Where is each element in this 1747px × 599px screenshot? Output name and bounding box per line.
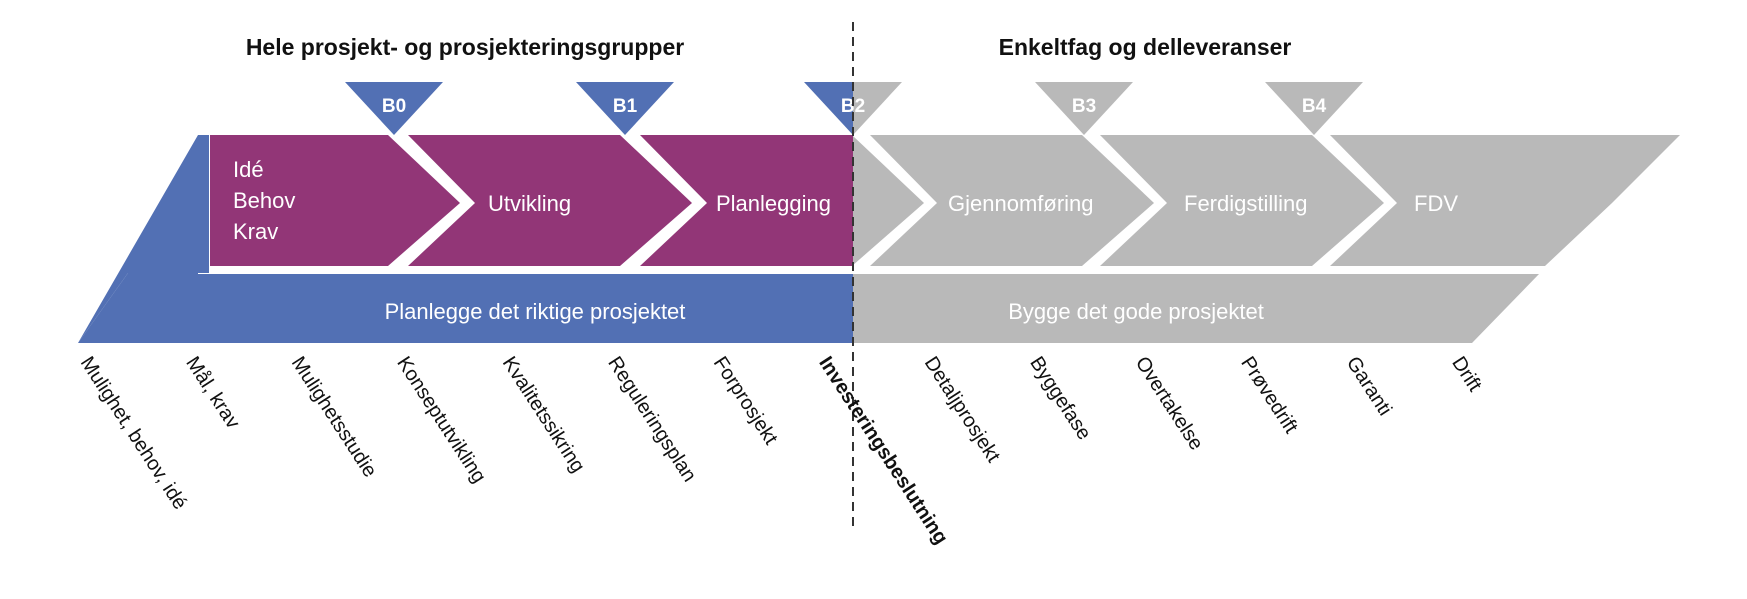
milestone-label: Prøvedrift: [1236, 353, 1302, 438]
gate-b4-label: B4: [1302, 96, 1327, 117]
header-right: Enkeltfag og delleveranser: [999, 34, 1292, 60]
phase-gjennomforing-label: Gjennomføring: [948, 191, 1094, 216]
gate-b1-label: B1: [613, 96, 638, 117]
phase-planlegging-gray-shape: [853, 135, 924, 266]
milestone-label: Drift: [1447, 353, 1486, 396]
gate-b0-shape: [345, 82, 443, 135]
band-building-label: Bygge det gode prosjektet: [1008, 299, 1264, 324]
milestone-label: Mulighet, behov, idé: [76, 353, 191, 514]
milestone-label: Konseptutvikling: [392, 353, 490, 487]
left-rail-shape: [198, 135, 209, 273]
phase-idea-line-2: Behov: [233, 188, 295, 213]
phase-ferdigstilling-label: Ferdigstilling: [1184, 191, 1308, 216]
milestone-label: Reguleringsplan: [603, 353, 700, 486]
band-building-shape: [853, 273, 1540, 343]
phase-planlegging-label: Planlegging: [716, 191, 831, 216]
milestone-label: Byggefase: [1025, 353, 1095, 444]
milestone-label: Mål, krav: [181, 353, 244, 433]
phase-gjennomforing-shape: [870, 135, 1154, 266]
phase-idea-line-1: Idé: [233, 157, 264, 182]
gate-b1-shape: [576, 82, 674, 135]
gate-b3-shape: [1035, 82, 1133, 135]
gate-b3-label: B3: [1072, 96, 1096, 117]
milestone-label: Overtakelse: [1131, 353, 1208, 454]
gate-b4-shape: [1265, 82, 1363, 135]
band-planning-label: Planlegge det riktige prosjektet: [385, 299, 686, 324]
gate-b2-right-shape: [853, 82, 902, 135]
milestone-label: Garanti: [1342, 353, 1396, 420]
phase-fdv-label: FDV: [1414, 191, 1458, 216]
phase-utvikling-label: Utvikling: [488, 191, 571, 216]
phase-planlegging-shape: [640, 135, 853, 266]
phase-fdv-shape: [1330, 135, 1680, 266]
header-left: Hele prosjekt- og prosjekteringsgrupper: [246, 34, 684, 60]
milestone-label: Forprosjekt: [709, 353, 782, 449]
gate-b2-label: B2: [841, 96, 865, 117]
phase-idea-shape: [210, 135, 460, 266]
phase-idea-line-3: Krav: [233, 219, 278, 244]
milestone-label: Mulighetsstudie: [287, 353, 381, 482]
left-wedge-shape: [78, 135, 198, 343]
phase-ferdigstilling-shape: [1100, 135, 1384, 266]
phase-utvikling-shape: [408, 135, 692, 266]
milestone-label: Kvalitetssikring: [498, 353, 589, 477]
milestone-label: Detaljprosjekt: [920, 353, 1005, 467]
gate-b0-label: B0: [382, 96, 406, 117]
band-planning-shape: [78, 273, 853, 343]
gate-b2-left-shape: [804, 82, 853, 135]
